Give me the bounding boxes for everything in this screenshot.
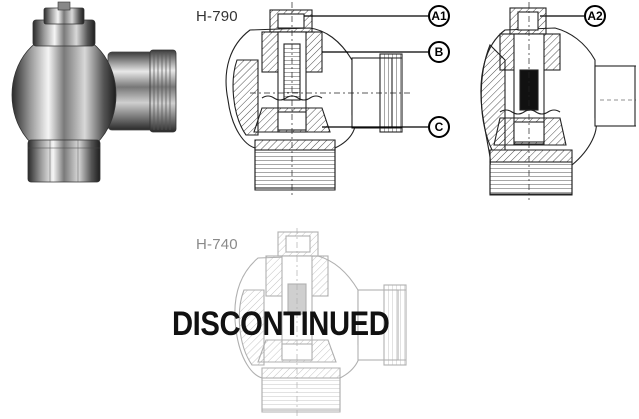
model-label-h740: H-740: [196, 236, 238, 253]
h790-cross-section: [225, 2, 410, 195]
callout-a2: A2: [584, 5, 606, 27]
model-label-h790: H-790: [196, 8, 238, 25]
callout-leaders: [304, 15, 584, 128]
h740-cross-section: [234, 228, 407, 418]
callout-a1: A1: [428, 5, 450, 27]
callout-b: B: [428, 41, 450, 63]
discontinued-stamp: DISCONTINUED: [172, 305, 390, 343]
callout-c: C: [428, 116, 450, 138]
a2-cross-section: [480, 2, 636, 200]
valve-photo: [11, 1, 177, 183]
